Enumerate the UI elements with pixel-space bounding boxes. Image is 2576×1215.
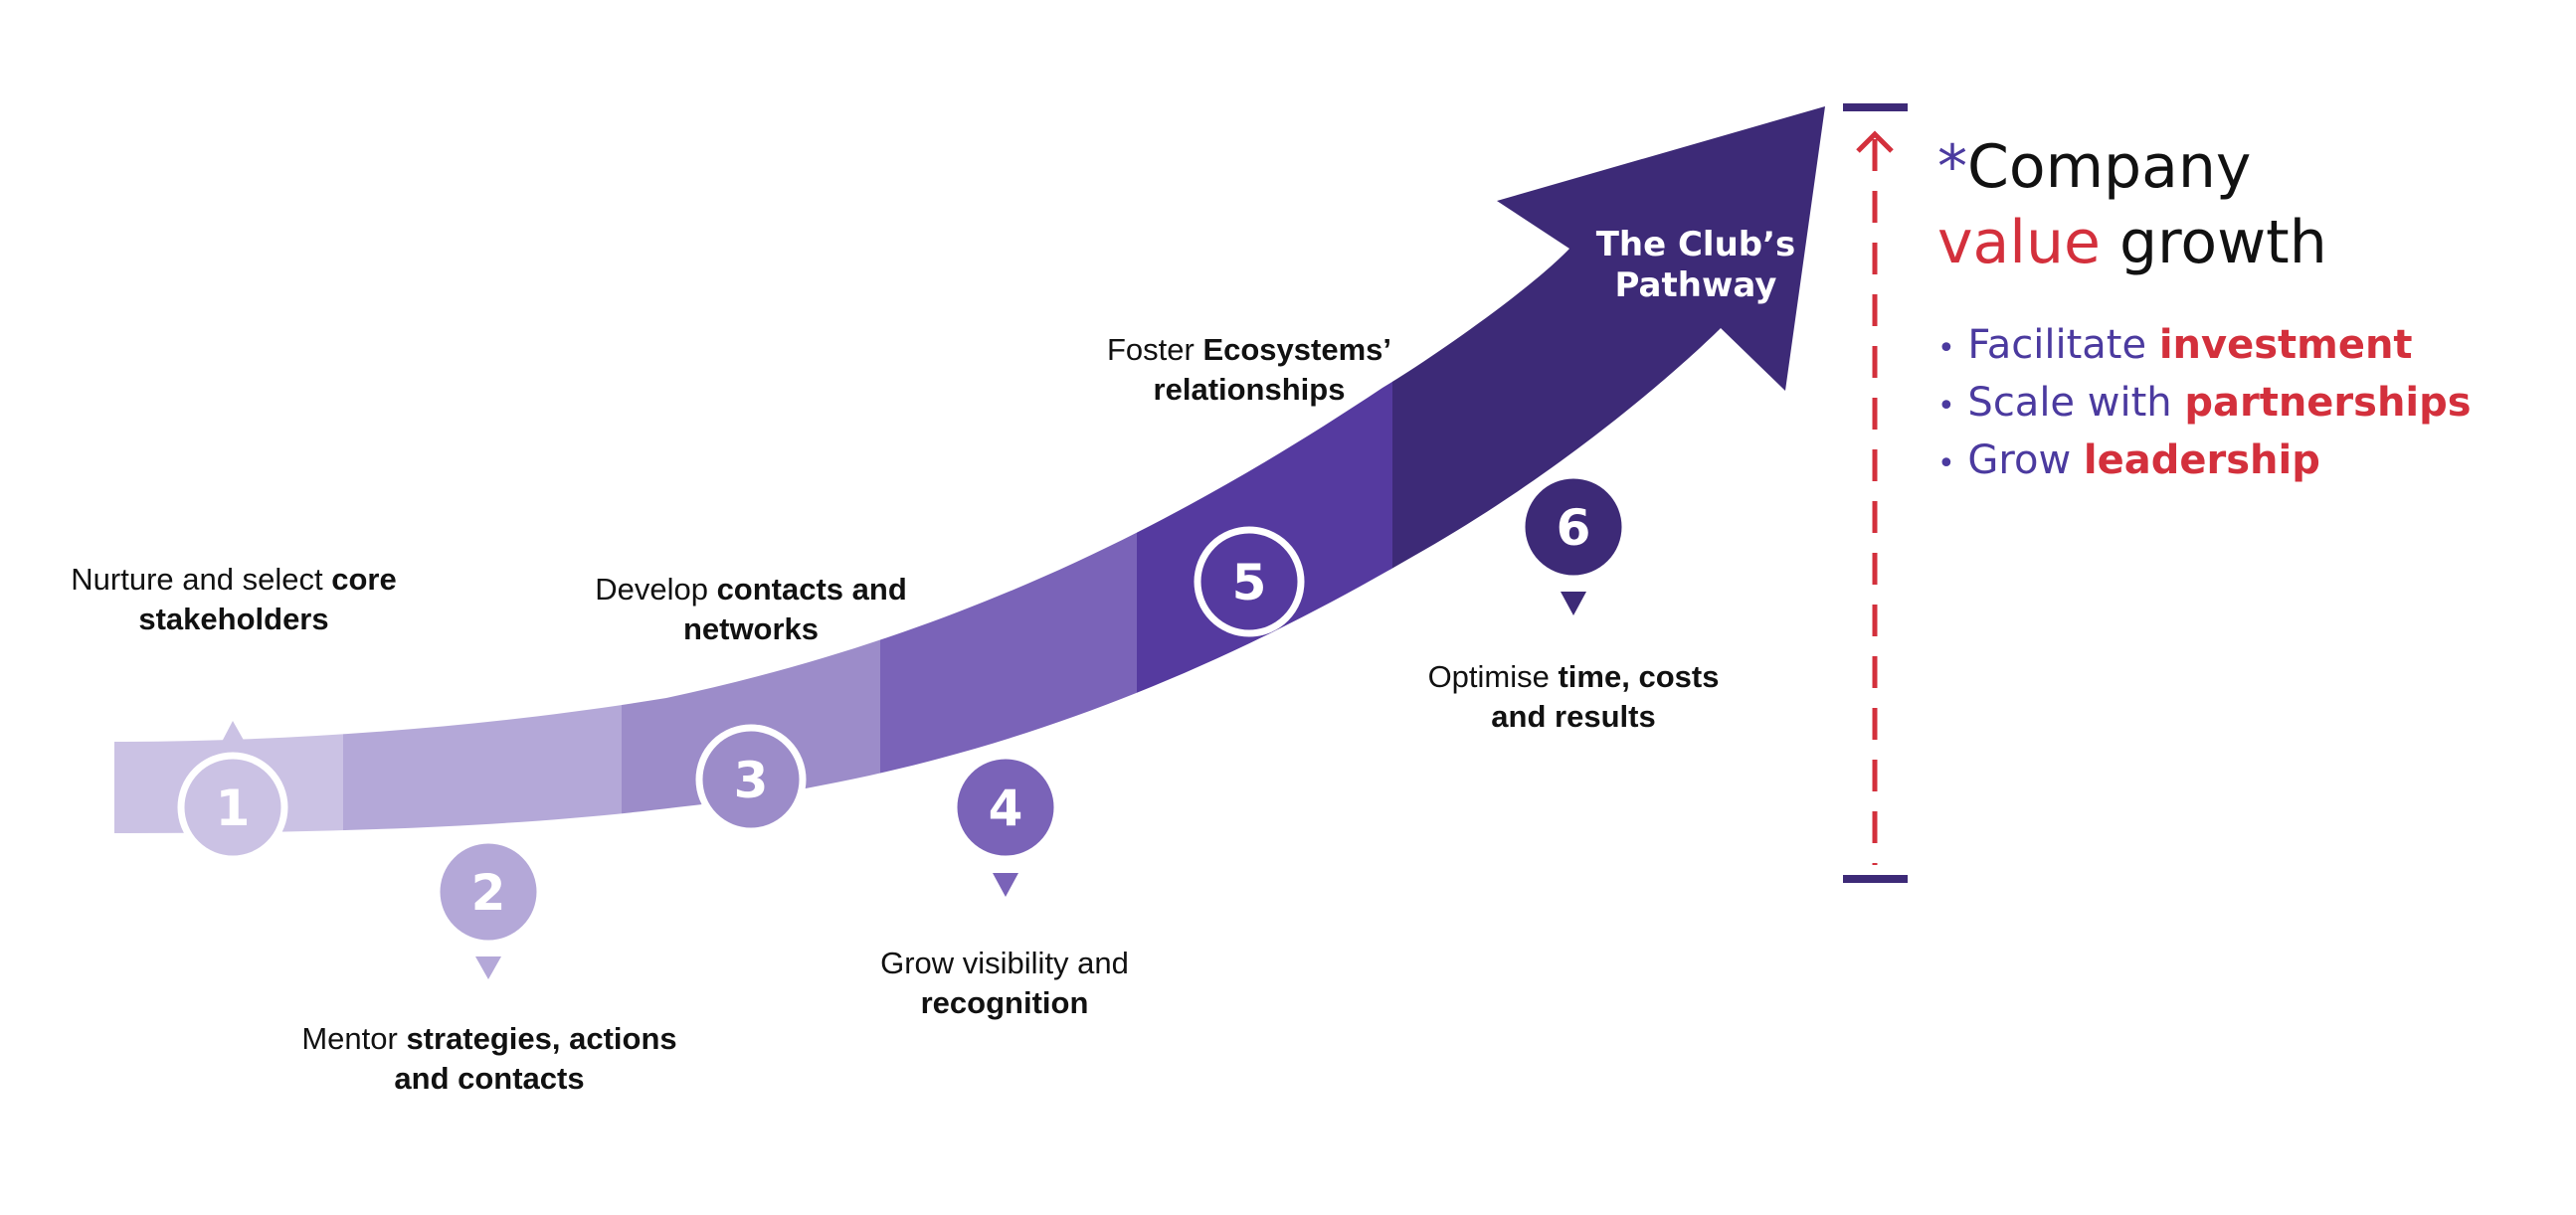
growth-title-line1: *Company [1937, 129, 2554, 205]
step-marker-5: 5 [1194, 493, 1305, 637]
step-2-number: 2 [471, 864, 506, 922]
step-3-arrow-up-icon [738, 692, 764, 716]
arrow-label-line2: Pathway [1615, 265, 1777, 305]
title-word-company: Company [1967, 132, 2252, 202]
step-1-caption: Nurture and select core stakeholders [71, 562, 397, 636]
growth-bullet-3: • Grow leadership [1937, 437, 2320, 483]
step-6-number: 6 [1557, 499, 1591, 557]
step-marker-6: 6 [1518, 471, 1629, 615]
step-3-number: 3 [734, 752, 769, 809]
asterisk: * [1937, 132, 1967, 202]
step-6-arrow-down-icon [1561, 592, 1586, 615]
growth-arrowhead-icon [1856, 130, 1894, 153]
step-5-number: 5 [1232, 554, 1267, 611]
step-3-caption: Develop contacts and networks [595, 572, 907, 646]
title-word-value: value [1937, 208, 2101, 277]
step-6-caption: Optimise time, costs and results [1427, 659, 1720, 734]
step-marker-3: 3 [695, 692, 807, 835]
step-4-caption: Grow visibility and recognition [880, 946, 1129, 1020]
step-marker-4: 4 [950, 752, 1061, 897]
step-5-arrow-up-icon [1236, 493, 1262, 517]
step-4-number: 4 [989, 780, 1023, 837]
growth-panel: *Company value growth • Facilitate inves… [1937, 129, 2554, 491]
growth-title-line2: value growth [1937, 205, 2554, 280]
step-marker-1: 1 [177, 721, 288, 863]
arrow-label-line1: The Club’s [1596, 225, 1796, 264]
step-marker-2: 2 [433, 836, 544, 979]
growth-bullet-2: • Scale with partnerships [1937, 380, 2472, 426]
step-2-caption: Mentor strategies, actions and contacts [301, 1021, 677, 1096]
step-1-number: 1 [216, 780, 251, 837]
growth-measure-bar [1843, 103, 1908, 883]
step-4-arrow-down-icon [993, 873, 1018, 897]
step-1-arrow-up-icon [221, 721, 246, 744]
title-word-growth: growth [2118, 208, 2327, 277]
step-2-arrow-down-icon [475, 956, 501, 979]
step-5-caption: Foster Ecosystems’ relationships [1106, 332, 1392, 407]
growth-bullet-1: • Facilitate investment [1937, 322, 2413, 368]
